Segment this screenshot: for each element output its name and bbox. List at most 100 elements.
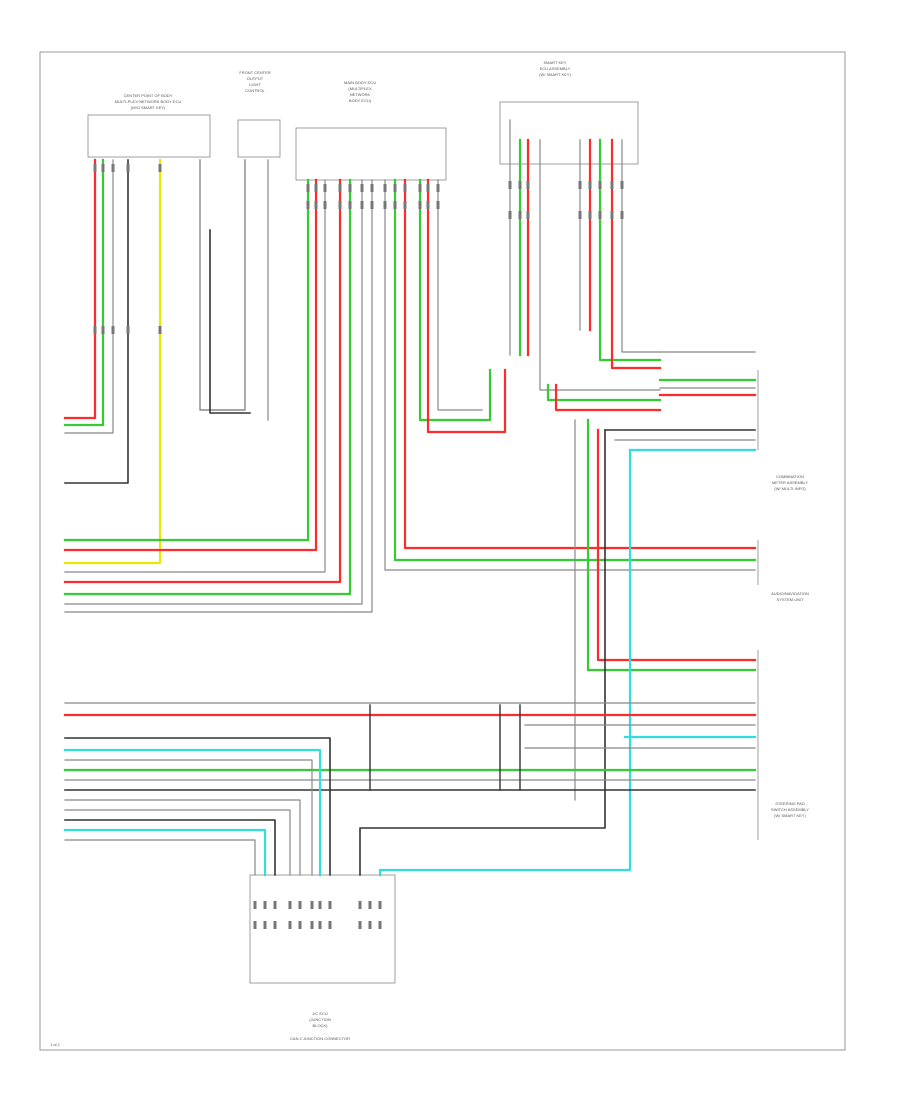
pin-bottom-b-3 [288, 921, 292, 929]
label-audio-unit-2: SYSTEM UNIT [777, 597, 804, 602]
pin-main-0 [306, 184, 310, 192]
wire-green-smart-4 [598, 138, 662, 362]
pin-left-b-2 [111, 326, 115, 334]
pin-main-b-8 [393, 201, 397, 209]
label-bottom-3: BLOCK) [313, 1023, 329, 1028]
wire-gray-audio [384, 179, 756, 571]
connector-pins-layer [93, 164, 624, 929]
wire-black-trunk [359, 429, 606, 876]
wire-green-smart-2 [546, 383, 662, 402]
wire-gray-front-1 [199, 159, 246, 411]
pin-main-b-10 [418, 201, 422, 209]
label-main-body-4: BODY ECU) [349, 98, 372, 103]
wire-gray-bottom-4 [64, 839, 256, 876]
pin-smart-b-6 [610, 211, 614, 219]
wire-black-bottom-2 [64, 819, 276, 876]
pin-smart-b-3 [578, 211, 582, 219]
pin-main-b-6 [370, 201, 374, 209]
pin-bottom-6 [318, 901, 322, 909]
wire-gray-bottom-2 [64, 799, 301, 876]
diagram-frame [39, 51, 846, 1051]
pin-main-b-11 [426, 201, 430, 209]
label-front-center-3: LIGHT [249, 82, 261, 87]
label-main-body-2: (MULTIPLEX [348, 86, 372, 91]
pin-smart-1 [518, 181, 522, 189]
wire-green-audio [393, 178, 757, 562]
pin-bottom-b-9 [368, 921, 372, 929]
wire-red-smart-2 [554, 383, 662, 412]
pin-bottom-0 [253, 901, 257, 909]
wire-cyan-trunk [378, 448, 632, 877]
pin-bottom-9 [368, 901, 372, 909]
wire-black-front-1 [209, 229, 251, 414]
pin-left-3 [126, 164, 130, 172]
pin-left-b-4 [158, 326, 162, 334]
wire-gray-smart-2 [539, 139, 661, 391]
wires-layer [63, 119, 757, 877]
box-bottom-ecu [249, 874, 396, 984]
wire-gray-bottom-3 [64, 809, 291, 876]
wire-green-trunk [586, 418, 757, 672]
wire-gray-main-1 [64, 179, 326, 573]
label-smart-key-2: ECU ASSEMBLY [540, 66, 571, 71]
pin-left-0 [93, 164, 97, 172]
pin-main-11 [426, 184, 430, 192]
pin-left-b-1 [101, 326, 105, 334]
component-boxes [87, 101, 759, 984]
pin-left-4 [158, 164, 162, 172]
pin-main-b-0 [306, 201, 310, 209]
pin-bottom-1 [263, 901, 267, 909]
pin-main-4 [348, 184, 352, 192]
pin-bottom-10 [378, 901, 382, 909]
pin-smart-b-1 [518, 211, 522, 219]
pin-left-1 [101, 164, 105, 172]
pin-main-b-4 [348, 201, 352, 209]
page-mark: 1 of 1 [50, 1042, 61, 1047]
pin-main-5 [360, 184, 364, 192]
label-front-center-4: CONTROL [245, 88, 265, 93]
wire-black-bottom-1 [64, 737, 331, 876]
label-front-center-1: FRONT CENTER [239, 70, 270, 75]
pin-bottom-b-7 [328, 921, 332, 929]
pin-main-b-3 [338, 201, 342, 209]
pin-smart-b-0 [508, 211, 512, 219]
pin-bottom-2 [273, 901, 277, 909]
wire-gray-junction-1 [437, 179, 483, 411]
pin-smart-5 [598, 181, 602, 189]
pin-smart-b-5 [598, 211, 602, 219]
pin-smart-3 [578, 181, 582, 189]
pin-bottom-7 [328, 901, 332, 909]
label-main-body-1: MAIN BODY ECU [344, 80, 376, 85]
pin-main-b-9 [403, 201, 407, 209]
pin-bottom-4 [298, 901, 302, 909]
box-front-center [237, 119, 281, 158]
wire-red-trunk [596, 428, 757, 662]
pin-bottom-5 [310, 901, 314, 909]
label-center-body-2: MULTI-PLEX NETWORK BODY ECU [115, 99, 182, 104]
wire-yellow-left [63, 158, 162, 565]
wire-gray-left-1 [64, 159, 114, 434]
wire-gray-main-2 [64, 179, 363, 605]
label-steering-pad-3: (W/ SMART KEY) [774, 813, 806, 818]
box-smart-key-ecu [499, 101, 639, 165]
box-center-body-ecu [87, 114, 211, 158]
pin-smart-2 [526, 181, 530, 189]
label-bottom-2: (JUNCTION [309, 1017, 331, 1022]
label-smart-key-3: (W/ SMART KEY) [539, 72, 571, 77]
pin-main-6 [370, 184, 374, 192]
pin-main-b-7 [383, 201, 387, 209]
wire-red-junction-1 [426, 178, 507, 434]
wire-red-main-2 [63, 178, 342, 584]
label-bottom-4: CAN 2 JUNCTION CONNECTOR [290, 1036, 350, 1041]
pin-bottom-3 [288, 901, 292, 909]
pin-smart-6 [610, 181, 614, 189]
pin-main-12 [436, 184, 440, 192]
label-steering-pad-1: STEERING PAD [775, 801, 805, 806]
pin-bottom-b-10 [378, 921, 382, 929]
wire-gray-main-3 [64, 179, 373, 613]
pin-left-b-3 [126, 326, 130, 334]
pin-main-7 [383, 184, 387, 192]
pin-bottom-b-1 [263, 921, 267, 929]
wire-red-main-1 [63, 178, 318, 552]
